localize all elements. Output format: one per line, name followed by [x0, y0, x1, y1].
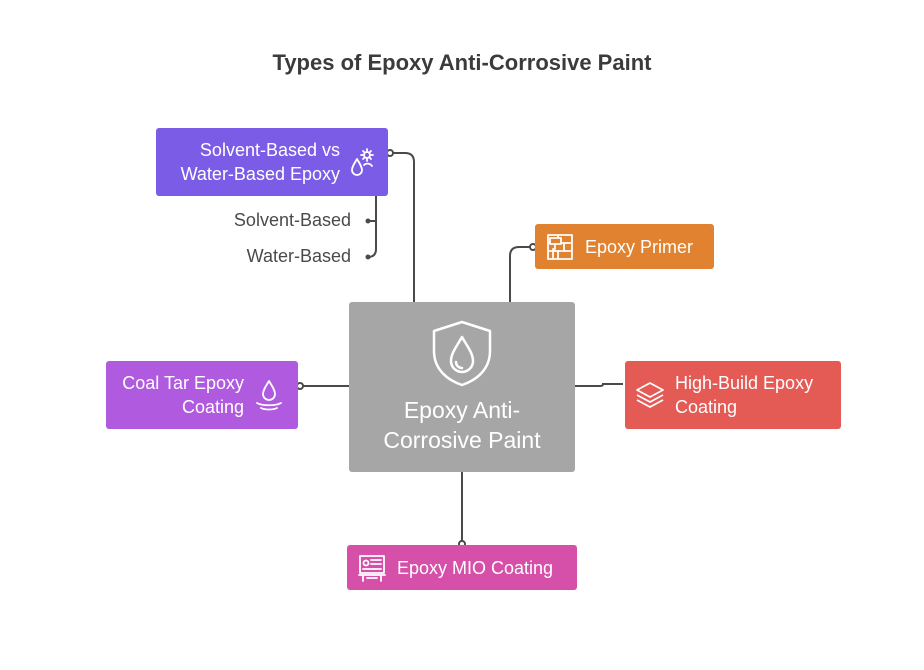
- chemistry-gear-icon: [350, 147, 376, 177]
- connector-high: [575, 383, 623, 387]
- child-water-based: Water-Based: [246, 246, 351, 266]
- node-solvent-label: Solvent-Based vs Water-Based Epoxy: [180, 140, 340, 184]
- central-label: Epoxy Anti- Corrosive Paint: [383, 397, 541, 453]
- water-drop-icon: [254, 379, 284, 411]
- child-dot: [365, 218, 371, 224]
- node-epoxy-primer: Epoxy Primer: [535, 224, 714, 269]
- child-dot: [365, 254, 371, 260]
- shield-drop-icon: [429, 319, 495, 387]
- child-solvent-based: Solvent-Based: [233, 210, 351, 230]
- node-high-label: High-Build Epoxy Coating: [675, 373, 814, 417]
- connector-solvent-children: [367, 196, 377, 258]
- connector-primer: [509, 246, 533, 302]
- node-epoxy-mio: Epoxy MIO Coating: [347, 545, 577, 590]
- node-mio-label: Epoxy MIO Coating: [397, 557, 554, 578]
- node-high-build: High-Build Epoxy Coating: [625, 361, 841, 429]
- layers-icon: [635, 380, 665, 410]
- node-primer-label: Epoxy Primer: [585, 236, 694, 257]
- node-coal-tar: Coal Tar Epoxy Coating: [106, 361, 298, 429]
- paint-roller-wall-icon: [545, 232, 575, 262]
- node-solvent-vs-water: Solvent-Based vs Water-Based Epoxy: [156, 128, 388, 196]
- connector-solvent: [392, 152, 415, 302]
- node-coal-label: Coal Tar Epoxy Coating: [122, 373, 244, 417]
- diagram-title: Types of Epoxy Anti-Corrosive Paint: [272, 50, 652, 75]
- central-node: Epoxy Anti- Corrosive Paint: [349, 302, 575, 472]
- equipment-panel-icon: [357, 553, 387, 583]
